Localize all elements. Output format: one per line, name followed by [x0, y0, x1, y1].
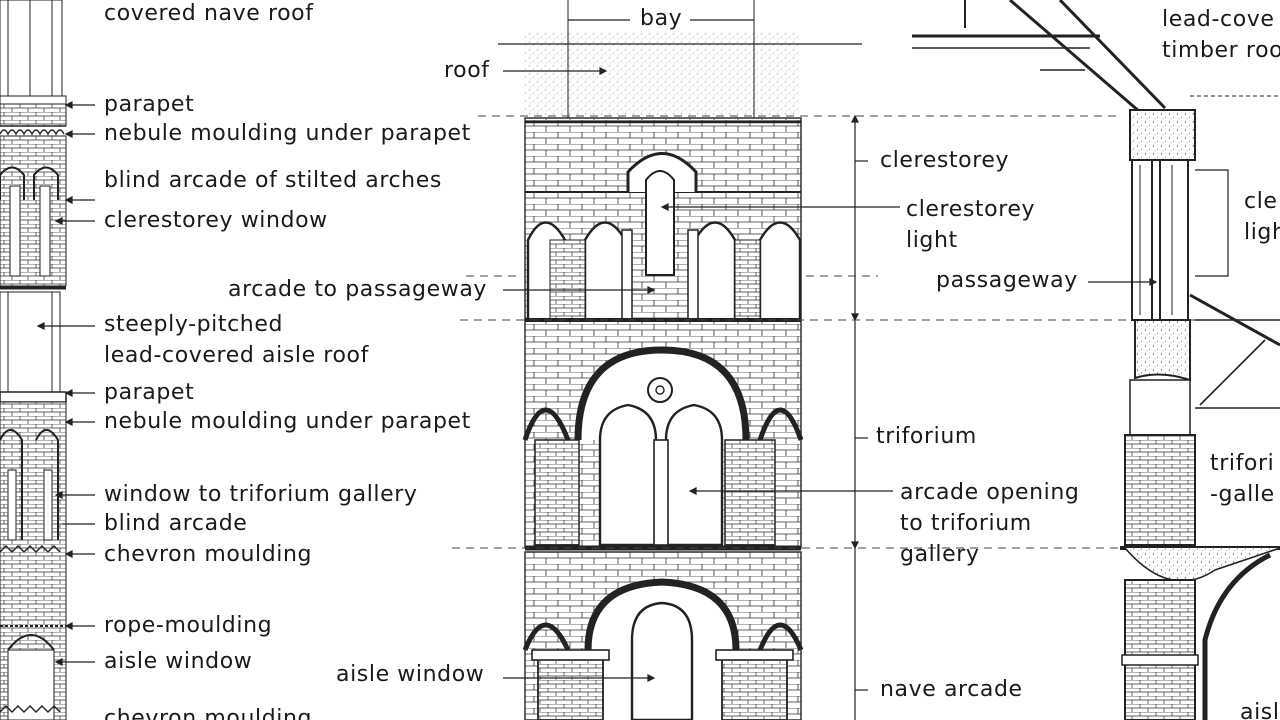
- label-aisle-window-center: aisle window: [336, 662, 485, 687]
- label-clerestorey: clerestorey: [880, 148, 1010, 173]
- label-triforium-gallery-right: trifori -galle: [1210, 451, 1275, 507]
- center-bay-elevation: [498, 0, 862, 720]
- label-bay: bay: [640, 6, 683, 31]
- right-cross-section: [912, 0, 1280, 720]
- label-clerestorey-light: clerestorey light: [906, 197, 1036, 253]
- label-roof: roof: [444, 58, 490, 83]
- label-nebule-moulding-lower: nebule moulding under parapet: [104, 409, 471, 434]
- label-blind-arcade: blind arcade: [104, 511, 248, 536]
- label-parapet-upper: parapet: [104, 92, 195, 117]
- label-arcade-opening: arcade opening to triforium gallery: [900, 480, 1080, 567]
- label-steeply-pitched-roof: steeply-pitched lead-covered aisle roof: [104, 312, 369, 368]
- label-rope-moulding: rope-moulding: [104, 613, 273, 638]
- label-aisle-right: aisl: [1240, 700, 1280, 720]
- label-nebule-moulding-upper: nebule moulding under parapet: [104, 121, 471, 146]
- left-exterior-elevation: [0, 0, 67, 720]
- label-parapet-lower: parapet: [104, 380, 195, 405]
- center-leader-lines: [503, 19, 900, 720]
- label-nave-arcade: nave arcade: [880, 677, 1023, 702]
- label-clerestorey-window: clerestorey window: [104, 208, 328, 233]
- label-triforium: triforium: [876, 424, 977, 449]
- label-blind-arcade-stilted: blind arcade of stilted arches: [104, 168, 442, 193]
- label-clerestorey-light-right: cle ligh: [1244, 189, 1280, 245]
- label-window-triforium-gallery: window to triforium gallery: [104, 482, 418, 507]
- label-aisle-window-left: aisle window: [104, 649, 253, 674]
- label-passageway: passageway: [936, 268, 1078, 293]
- label-arcade-to-passageway: arcade to passageway: [228, 277, 488, 302]
- label-chevron-moulding: chevron moulding: [104, 542, 313, 567]
- label-covered-nave-roof: covered nave roof: [104, 1, 314, 26]
- label-lead-covered-timber-roof: lead-cove timber roo: [1162, 7, 1280, 63]
- label-chevron-moulding-bottom: chevron moulding: [104, 706, 313, 720]
- right-leader-lines: [1088, 278, 1158, 286]
- left-leader-lines: [36, 101, 95, 666]
